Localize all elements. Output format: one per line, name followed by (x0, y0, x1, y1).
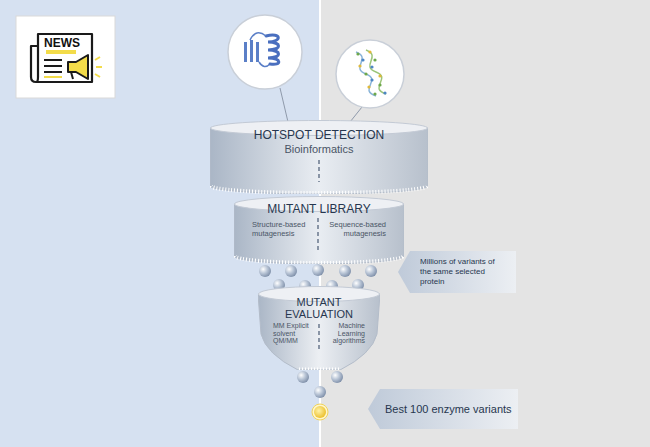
text-slot: Machine Learning algorithms (327, 322, 365, 345)
text-slot: MUTANT LIBRARY (234, 202, 404, 216)
text-slot: NEWS (44, 36, 88, 50)
dna-icon (336, 40, 404, 108)
funnel-stage: MUTANT LIBRARY Structure-based mutagenesi… (234, 196, 404, 264)
stage-title: HOTSPOT DETECTION (210, 128, 428, 142)
leader-line (280, 88, 288, 122)
text-slot: Bioinformatics (210, 143, 428, 156)
leader-line (350, 107, 362, 122)
text-slot: HOTSPOT DETECTION (210, 128, 428, 142)
icon-label: NEWS (44, 36, 88, 50)
stage-detail: Structure-based mutagenesis (252, 220, 312, 238)
news-icon (16, 16, 115, 98)
text-slot: Structure-based mutagenesis (252, 220, 312, 238)
protein-structure-icon (228, 15, 302, 89)
text-slot: Best 100 enzyme variants (385, 402, 513, 416)
stage-title: MUTANT LIBRARY (234, 202, 404, 216)
stage-title: MUTANT EVALUATION (279, 296, 359, 320)
text-slot: MM Explicit solvent QM/MM (273, 322, 311, 345)
stage-detail: MM Explicit solvent QM/MM (273, 322, 311, 345)
stage-title: Best 100 enzyme variants (385, 402, 513, 416)
callout-box: Best 100 enzyme variants (368, 389, 518, 429)
stage-detail: Sequence-based mutagenesis (326, 220, 386, 238)
funnel-stage: HOTSPOT DETECTIONBioinformatics (210, 120, 428, 194)
text-slot: Sequence-based mutagenesis (326, 220, 386, 238)
text-slot: MUTANT EVALUATION (279, 296, 359, 320)
callout-box: Millions of variants of the same selecte… (398, 251, 516, 293)
funnel-stage: MUTANT EVALUATIONMM Explicit solvent QM/… (258, 286, 380, 370)
stage-detail: Bioinformatics (210, 143, 428, 156)
text-slot: Millions of variants of the same selecte… (420, 257, 504, 287)
stage-title: Millions of variants of the same selecte… (420, 257, 504, 287)
stage-detail: Machine Learning algorithms (327, 322, 365, 345)
best-variant-ball (312, 404, 328, 420)
